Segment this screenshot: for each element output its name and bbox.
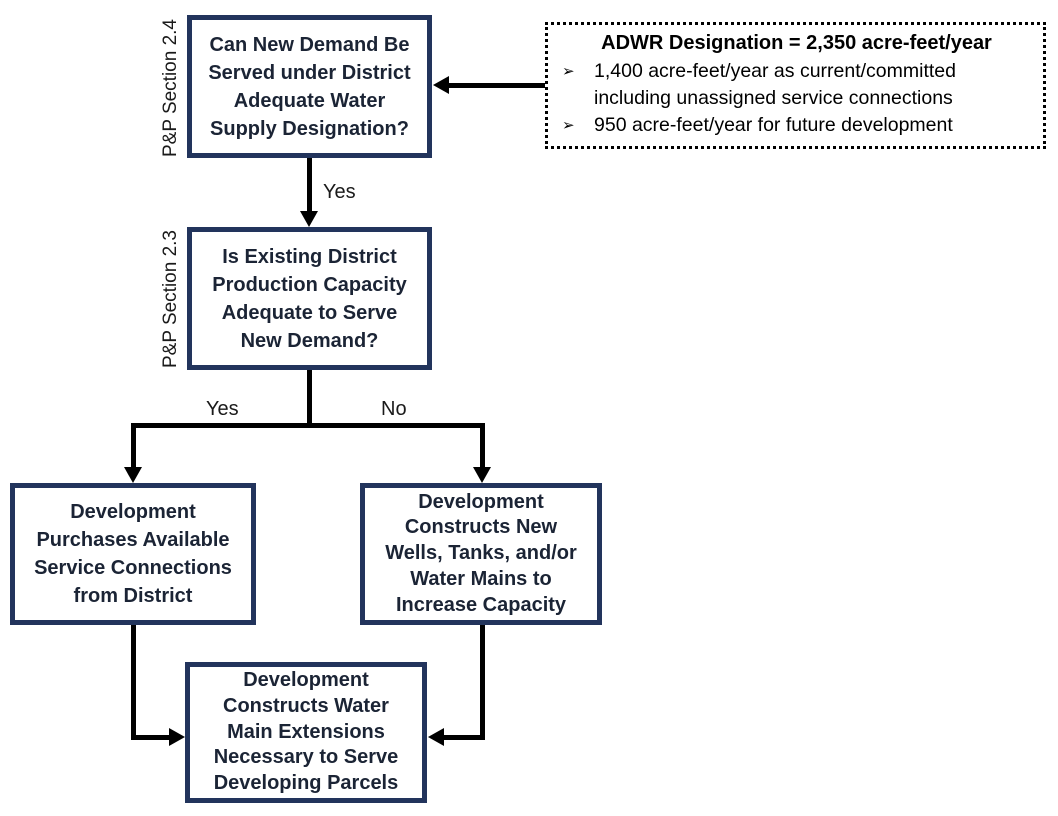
edge-label-yes-branch: Yes — [206, 398, 239, 420]
node-construct-mains: Development Constructs Water Main Extens… — [185, 662, 427, 803]
node-construct-wells: Development Constructs New Wells, Tanks,… — [360, 483, 602, 625]
branch-horizontal-line — [131, 423, 485, 428]
adwr-bullet-item: ➢ 1,400 acre-feet/year as current/commit… — [560, 58, 1033, 112]
adwr-bullet-text: 1,400 acre-feet/year as current/committe… — [594, 60, 956, 109]
node-demand-question: Can New Demand Be Served under District … — [187, 15, 432, 158]
branch-no-line — [480, 423, 485, 468]
elbow-left-vertical-line — [131, 625, 136, 740]
arrow-adwr-to-demand-head — [433, 76, 449, 94]
edge-label-no-branch: No — [381, 398, 407, 420]
section-label-pp-2-3: P&P Section 2.3 — [160, 229, 181, 369]
node-capacity-question: Is Existing District Production Capacity… — [187, 227, 432, 370]
bullet-arrow-icon: ➢ — [562, 63, 575, 80]
adwr-bullet-item: ➢ 950 acre-feet/year for future developm… — [560, 112, 1033, 139]
branch-yes-line — [131, 423, 136, 468]
edge-label-yes-top: Yes — [323, 181, 356, 203]
elbow-left-horizontal-line — [131, 735, 169, 740]
node-purchase-connections: Development Purchases Available Service … — [10, 483, 256, 625]
adwr-bullet-text: 950 acre-feet/year for future developmen… — [594, 113, 953, 136]
branch-yes-head — [124, 467, 142, 483]
elbow-right-head — [428, 728, 444, 746]
elbow-right-horizontal-line — [444, 735, 485, 740]
branch-no-head — [473, 467, 491, 483]
arrow-adwr-to-demand-line — [449, 83, 545, 88]
bullet-arrow-icon: ➢ — [562, 116, 575, 134]
elbow-right-vertical-line — [480, 625, 485, 740]
elbow-left-head — [169, 728, 185, 746]
section-label-pp-2-4: P&P Section 2.4 — [160, 18, 181, 158]
adwr-note-title: ADWR Designation = 2,350 acre-feet/year — [601, 32, 992, 54]
branch-stem-line — [307, 370, 312, 428]
arrow-demand-to-capacity-head — [300, 211, 318, 227]
arrow-demand-to-capacity-line — [307, 158, 312, 212]
adwr-note-box: ADWR Designation = 2,350 acre-feet/year … — [545, 22, 1046, 149]
